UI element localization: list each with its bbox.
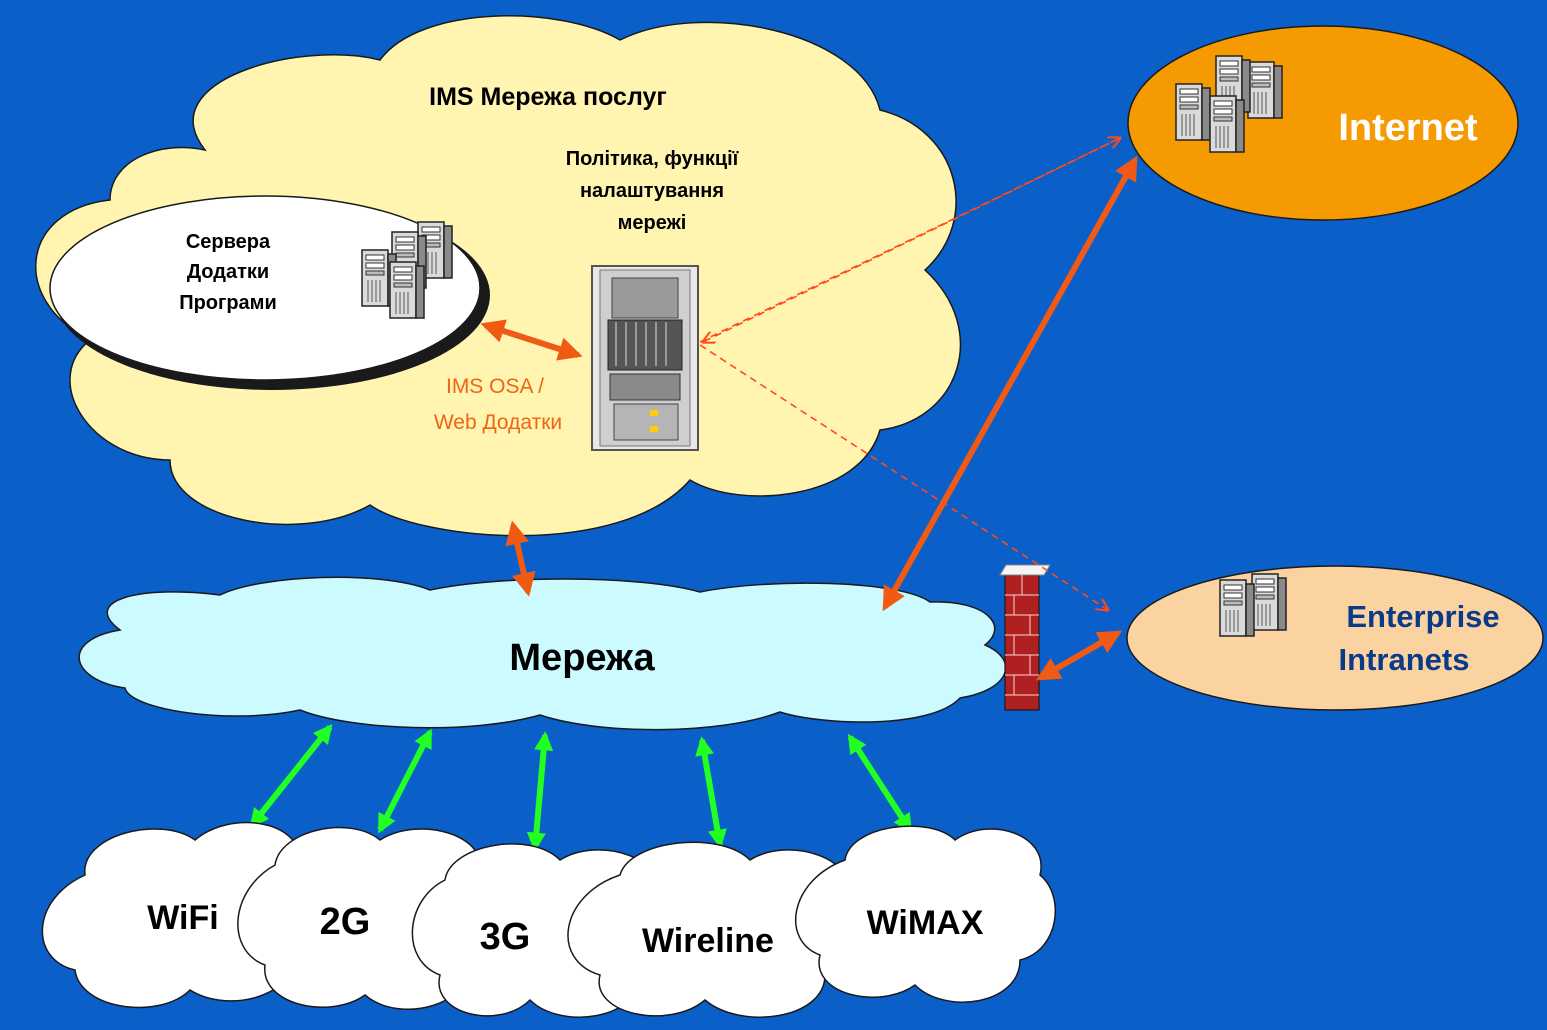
network-internet-arrow <box>882 155 1138 612</box>
osa-line1: IMS OSA / <box>446 375 544 398</box>
network-cloud <box>78 576 1007 731</box>
3g-label: 3G <box>480 916 531 958</box>
app-servers-line2: Додатки <box>187 261 269 283</box>
enterprise-line2: Intranets <box>1339 642 1470 677</box>
network-label: Мережа <box>509 637 655 679</box>
ims-cloud-title: IMS Мережа послуг <box>429 83 667 111</box>
policy-line1: Політика, функції <box>566 148 739 170</box>
internet-label: Internet <box>1338 107 1478 149</box>
equipment-rack-icon <box>591 265 699 451</box>
app-servers-ellipse <box>49 195 481 381</box>
policy-line3: мережі <box>618 212 687 234</box>
wireline-arrow <box>695 736 727 849</box>
wifi-arrow <box>249 723 333 829</box>
ims-service-cloud <box>35 15 962 537</box>
firewall-icon <box>999 564 1051 711</box>
app-servers-line3: Програми <box>179 292 277 314</box>
internet-node: Internet <box>1127 25 1519 221</box>
enterprise-node: Enterprise Intranets <box>1126 565 1544 711</box>
ims-network-arrow <box>505 520 536 597</box>
wimax-label: WiMAX <box>867 904 984 942</box>
osa-line2: Web Додатки <box>434 411 562 434</box>
policy-enterprise-dashed-arrow <box>699 344 1108 610</box>
policy-internet-dashed-arrow <box>699 138 1120 343</box>
access-arrows <box>249 723 913 852</box>
firewall-enterprise-arrow <box>1035 630 1123 681</box>
app-servers-line1: Сервера <box>186 231 271 253</box>
wimax-cloud <box>795 825 1057 1003</box>
wireline-label: Wireline <box>642 922 774 960</box>
osa-arrow <box>480 319 583 361</box>
3g-arrow <box>526 731 554 852</box>
2g-arrow <box>377 728 433 834</box>
enterprise-line1: Enterprise <box>1346 599 1499 634</box>
policy-dashed-arrows <box>699 138 1120 610</box>
app-servers-group: Сервера Додатки Програми <box>49 195 490 390</box>
policy-line2: налаштування <box>580 180 724 202</box>
access-clouds <box>41 821 1057 1018</box>
enterprise-server-icon <box>1219 573 1287 637</box>
wimax-arrow <box>847 733 913 834</box>
wifi-label: WiFi <box>147 899 218 937</box>
2g-label: 2G <box>320 901 371 943</box>
